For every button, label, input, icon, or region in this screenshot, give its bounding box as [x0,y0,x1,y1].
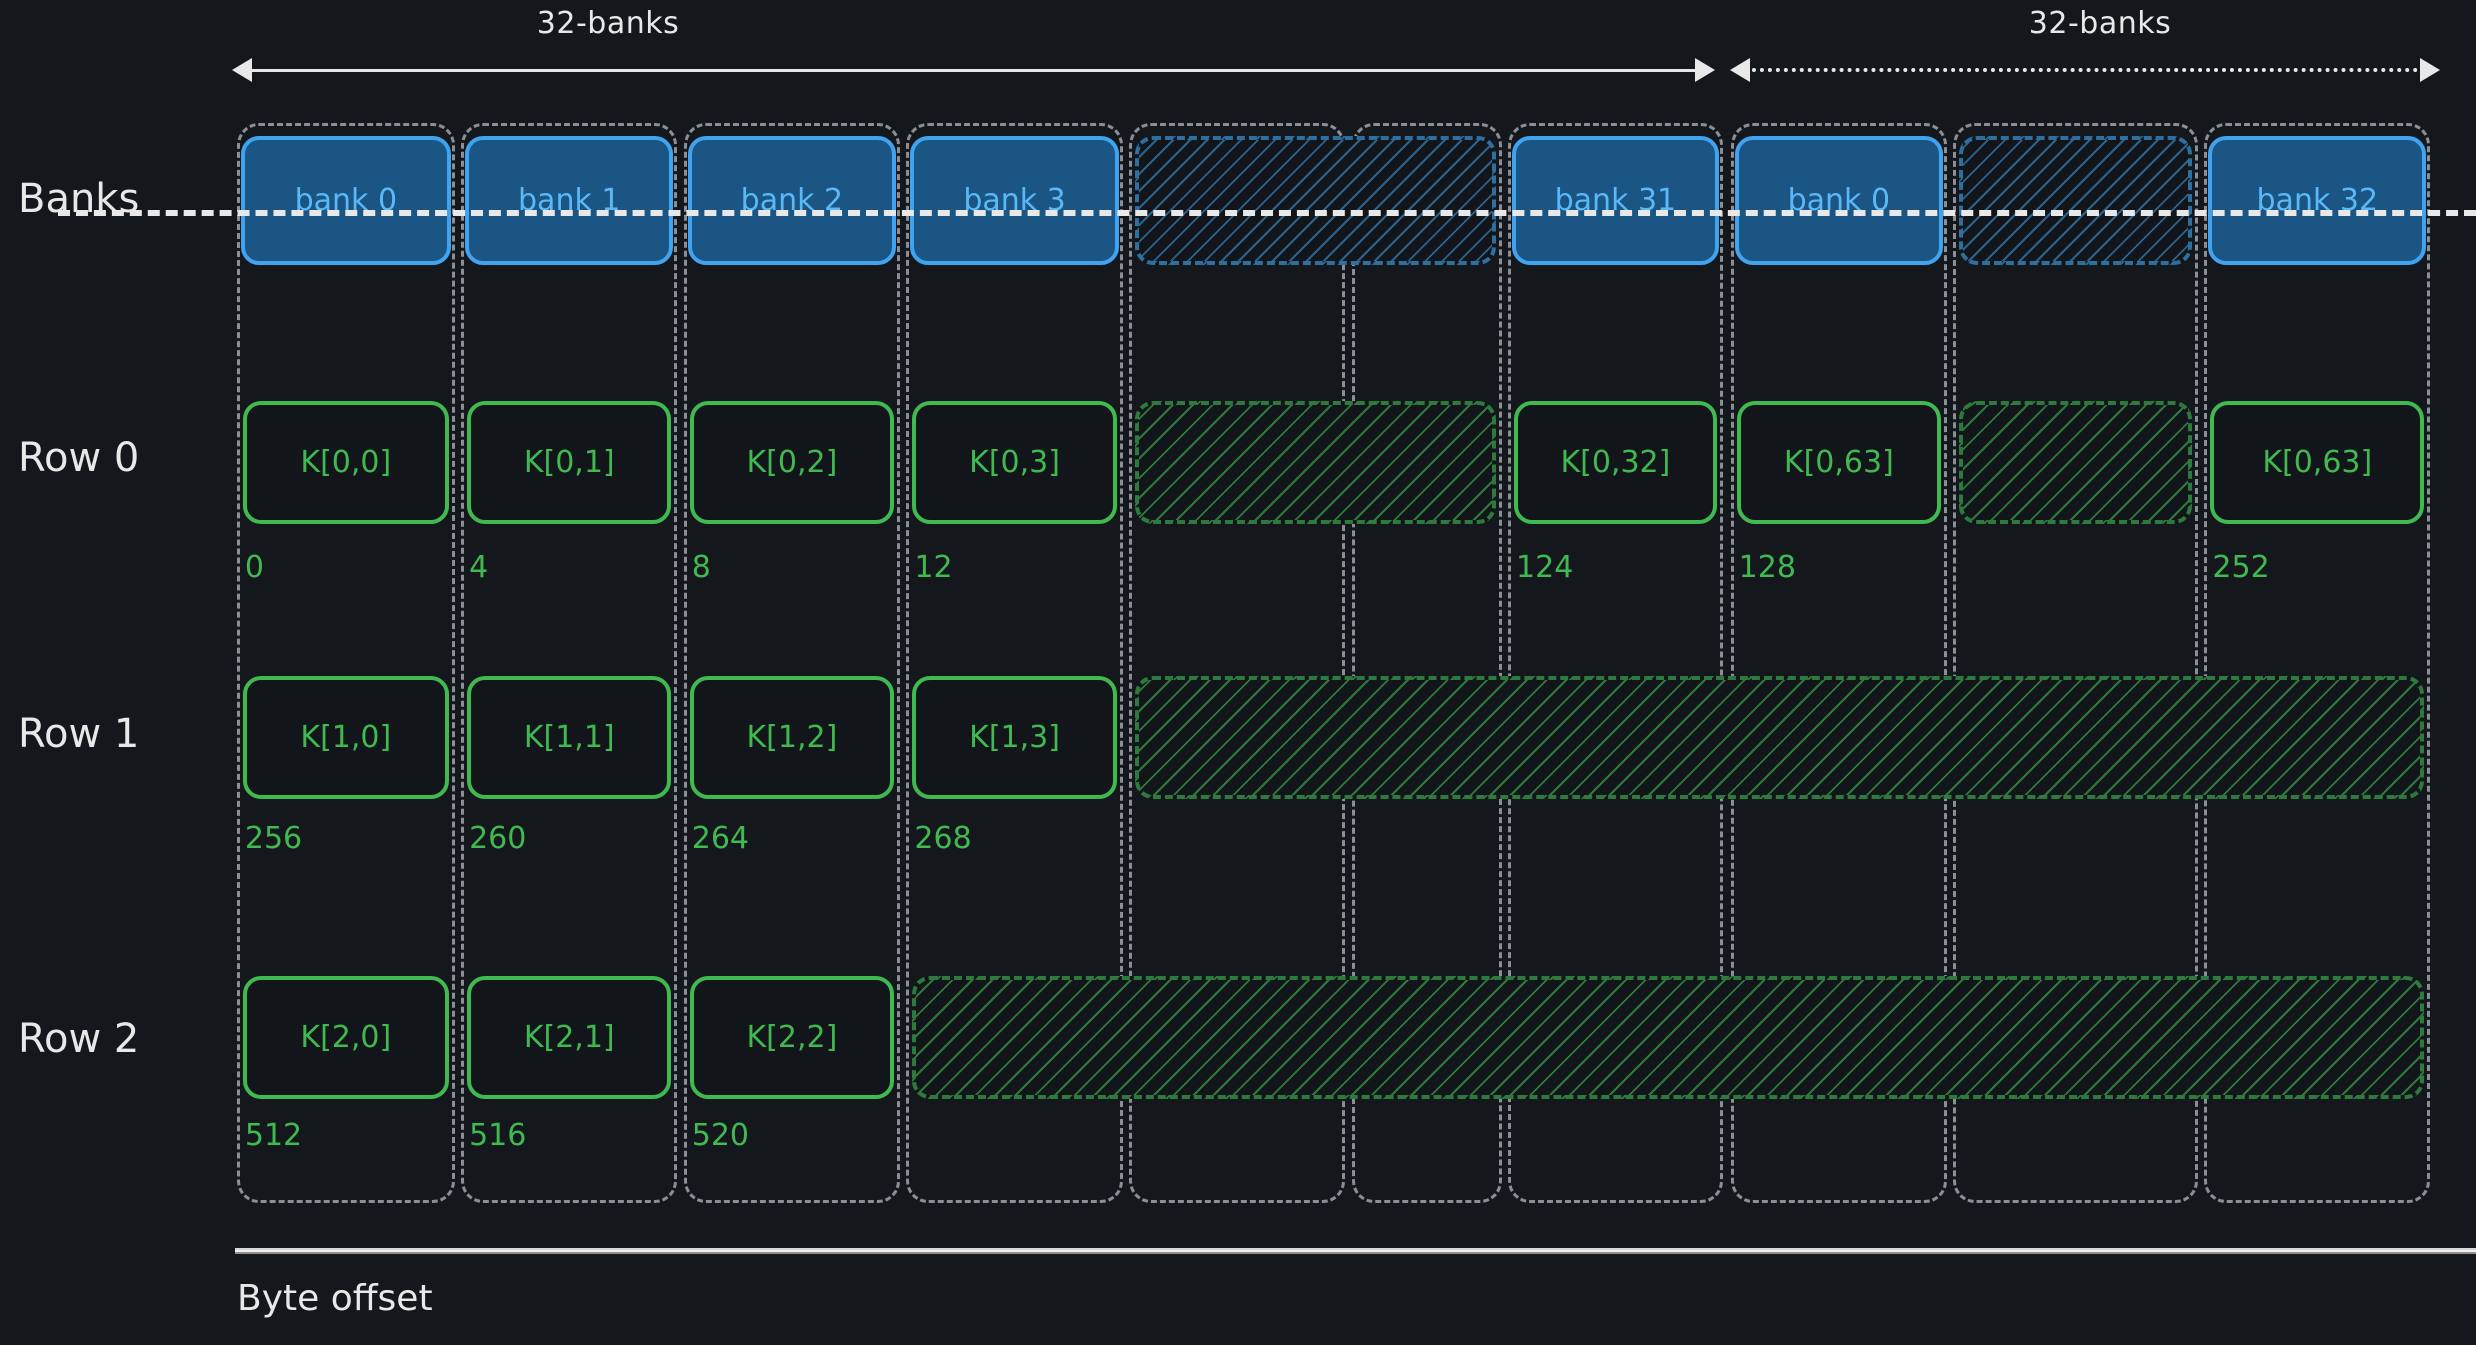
arrowhead-right [1695,58,1715,82]
row-0-offset-4: 124 [1516,550,1573,585]
bank-cell-0[interactable]: bank 0 [241,136,451,265]
row-1-offset-2: 264 [692,821,749,856]
row-0-offset-2: 8 [692,550,711,585]
row-2-cell-1[interactable]: K[2,1] [467,976,671,1099]
row-1-ellipsis-0 [1135,676,2424,799]
row-0-cell-1[interactable]: K[0,1] [467,401,671,524]
row-0-cell-4[interactable]: K[0,32] [1514,401,1717,524]
span-label-1: 32-banks [2029,6,2171,41]
span-label-0: 32-banks [537,6,679,41]
row-1-cell-0[interactable]: K[1,0] [243,676,449,799]
span-measure-left [232,58,1715,82]
row-2-cell-0[interactable]: K[2,0] [243,976,449,1099]
row-0-offset-5: 128 [1739,550,1796,585]
row-0-cell-6[interactable]: K[0,63] [2210,401,2424,524]
arrowhead-left [1730,58,1750,82]
row-0-ellipsis-0 [1135,401,1496,524]
bank-ellipsis-0 [1135,136,1496,265]
byte-offset-caption: Byte offset [237,1278,433,1319]
row-1-cell-1[interactable]: K[1,1] [467,676,671,799]
banks-rows-separator [58,210,2476,216]
bank-cell-4[interactable]: bank 31 [1512,136,1719,265]
row-0-cell-0[interactable]: K[0,0] [243,401,449,524]
row-2-offset-1: 516 [469,1118,526,1153]
bank-cell-2[interactable]: bank 2 [688,136,896,265]
row-0-ellipsis-1 [1959,401,2192,524]
bank-cell-6[interactable]: bank 32 [2208,136,2426,265]
bank-cell-5[interactable]: bank 0 [1735,136,1943,265]
row-0-offset-6: 252 [2212,550,2269,585]
row-0-offset-0: 0 [245,550,264,585]
arrowhead-left [232,58,252,82]
row-2-offset-0: 512 [245,1118,302,1153]
row-label-row-1: Row 1 [18,711,139,757]
row-0-cell-3[interactable]: K[0,3] [912,401,1116,524]
row-2-offset-2: 520 [692,1118,749,1153]
row-0-offset-3: 12 [914,550,952,585]
measure-bar [1744,68,2426,72]
row-2-ellipsis-0 [912,976,2424,1099]
row-label-row-0: Row 0 [18,435,139,481]
row-0-offset-1: 4 [469,550,488,585]
bank-cell-3[interactable]: bank 3 [910,136,1118,265]
row-1-offset-0: 256 [245,821,302,856]
row-0-cell-2[interactable]: K[0,2] [690,401,894,524]
measure-bar [246,69,1701,72]
byte-offset-axis [235,1248,2476,1254]
arrowhead-right [2420,58,2440,82]
row-1-offset-3: 268 [914,821,971,856]
span-measure-right [1730,58,2440,82]
bank-cell-1[interactable]: bank 1 [465,136,673,265]
row-1-offset-1: 260 [469,821,526,856]
bank-ellipsis-1 [1959,136,2192,265]
row-2-cell-2[interactable]: K[2,2] [690,976,894,1099]
row-1-cell-3[interactable]: K[1,3] [912,676,1116,799]
row-1-cell-2[interactable]: K[1,2] [690,676,894,799]
row-0-cell-5[interactable]: K[0,63] [1737,401,1941,524]
row-label-row-2: Row 2 [18,1016,139,1062]
